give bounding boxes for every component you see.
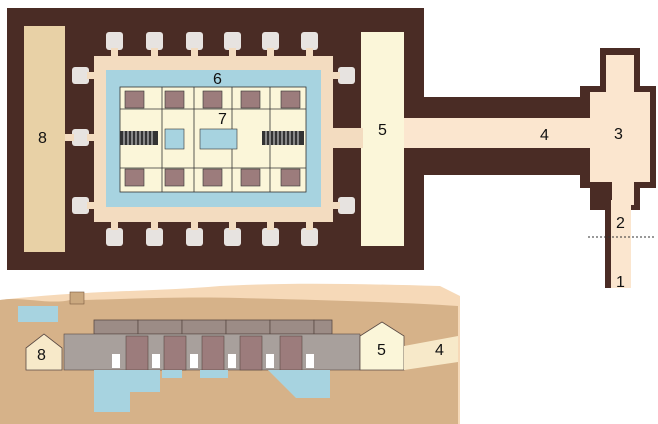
plan-chamber-8 [24, 26, 65, 252]
section-passage-4 [404, 336, 458, 370]
plan-stairs-left [120, 131, 158, 145]
plan-view: 8 6 7 5 4 3 2 1 [7, 8, 656, 291]
section-water-right [268, 370, 330, 398]
plan-corridor-4 [404, 118, 604, 148]
section-tree [69, 291, 85, 305]
section-label-4: 4 [435, 342, 444, 359]
plan-stairs-right [262, 131, 304, 145]
plan-label-6: 6 [213, 71, 222, 88]
section-top-pool [18, 306, 58, 322]
plan-label-5: 5 [378, 122, 387, 139]
section-label-5: 5 [377, 342, 386, 359]
plan-chamber-5 [361, 32, 404, 246]
plan-cell-stems [65, 48, 340, 230]
plan-label-1: 1 [616, 274, 625, 291]
plan-label-3: 3 [614, 126, 623, 143]
plan-passage-2 [611, 200, 631, 288]
section-water-left [94, 370, 160, 412]
section-roof [93, 319, 333, 335]
section-pillar-gaps [112, 354, 314, 368]
section-pillars [125, 335, 303, 371]
plan-link-5 [330, 128, 363, 148]
plan-label-2: 2 [616, 215, 625, 232]
plan-pool-large [199, 128, 238, 150]
plan-pillars [124, 90, 301, 187]
plan-pool-small [164, 128, 185, 150]
plan-label-7: 7 [218, 111, 227, 128]
plan-cells [72, 32, 355, 246]
plan-chamber-3 [590, 55, 650, 205]
plan-label-8: 8 [38, 130, 47, 147]
section-chamber-8 [25, 333, 63, 371]
plan-label-4: 4 [540, 127, 549, 144]
section-view: 8 5 4 [0, 283, 460, 424]
section-water-mid1 [162, 370, 182, 378]
section-water-mid2 [200, 370, 228, 378]
section-label-8: 8 [37, 347, 46, 364]
